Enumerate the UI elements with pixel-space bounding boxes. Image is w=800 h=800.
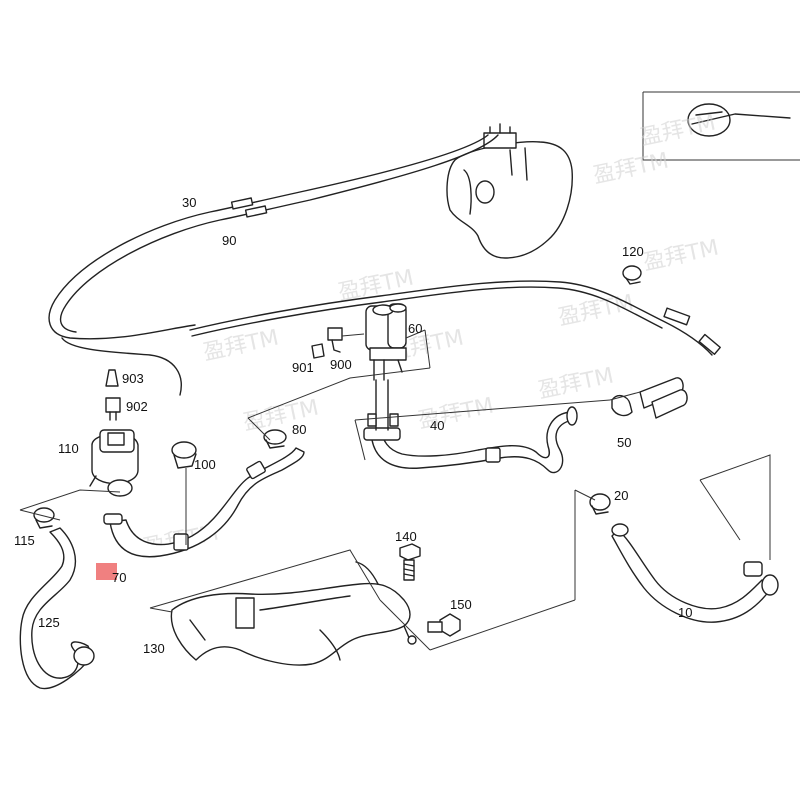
callout-110: 110 <box>58 441 79 456</box>
callout-40: 40 <box>430 418 444 433</box>
callout-80: 80 <box>292 422 306 437</box>
tube-line-30-90 <box>48 134 499 396</box>
callout-903: 903 <box>122 371 144 386</box>
heat-shield-130 <box>170 561 417 666</box>
connector-903 <box>105 369 119 387</box>
callout-20: 20 <box>614 488 628 503</box>
solenoid-valve-60 <box>365 303 426 381</box>
leader-lines <box>19 329 771 651</box>
clamp-120 <box>622 265 642 285</box>
watermark-text: 盈拜TM <box>641 236 721 276</box>
callout-30: 30 <box>182 195 196 210</box>
watermark-text: 盈拜TM <box>536 364 616 404</box>
hose-10 <box>611 523 779 623</box>
callout-70: 70 <box>112 570 126 585</box>
clamp-80 <box>263 429 287 449</box>
pipes-50 <box>611 377 688 419</box>
hose-70 <box>103 447 305 558</box>
callout-120: 120 <box>622 244 644 259</box>
callout-60: 60 <box>408 321 422 336</box>
inset-frame <box>642 91 800 161</box>
callout-140: 140 <box>395 529 417 544</box>
clamp-20 <box>589 493 611 515</box>
hose-125 <box>19 527 95 690</box>
tube-line-right <box>189 280 721 356</box>
callout-125: 125 <box>38 615 60 630</box>
watermark-group: 盈拜TM 盈拜TM 盈拜TM 盈拜TM 盈拜TM 盈拜TM 盈拜TM 盈拜TM … <box>141 111 721 561</box>
callout-115: 115 <box>14 533 35 548</box>
clamp-115 <box>33 507 55 529</box>
callout-50: 50 <box>617 435 631 450</box>
bolt-150 <box>427 613 461 637</box>
watermark-text: 盈拜TM <box>591 149 671 189</box>
callout-902: 902 <box>126 399 148 414</box>
hose-40 <box>363 379 578 474</box>
callout-10: 10 <box>678 605 692 620</box>
callout-90: 90 <box>222 233 236 248</box>
connector-901 <box>311 343 325 359</box>
callout-901: 901 <box>292 360 314 375</box>
clamp-100 <box>171 441 197 530</box>
watermark-text: 盈拜TM <box>638 111 718 151</box>
electric-pump-110 <box>89 429 139 497</box>
callout-150: 150 <box>450 597 472 612</box>
watermark-text: 盈拜TM <box>416 394 496 434</box>
callout-100: 100 <box>194 457 216 472</box>
connector-902 <box>105 397 121 421</box>
coolant-reservoir <box>446 123 573 259</box>
callout-highlight-70 <box>96 563 117 580</box>
callout-labels: 10 20 30 40 50 60 70 80 90 100 110 115 1… <box>14 195 692 656</box>
callout-900: 900 <box>330 357 352 372</box>
callout-130: 130 <box>143 641 165 656</box>
bolt-140 <box>399 543 421 581</box>
connector-900 <box>327 327 365 353</box>
vehicle-location-icon <box>687 103 791 137</box>
